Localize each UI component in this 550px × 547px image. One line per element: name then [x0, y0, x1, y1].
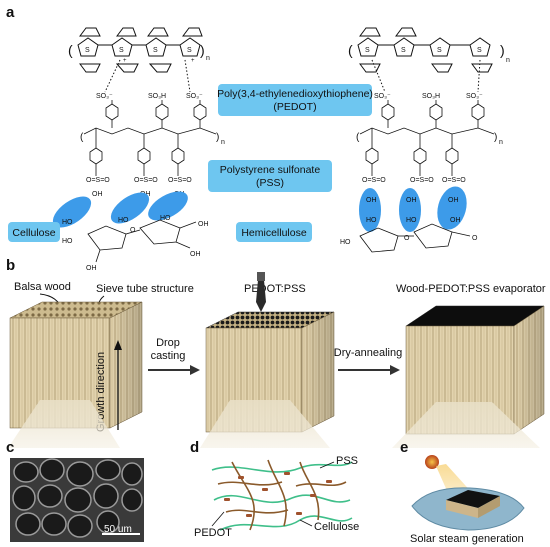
- pedot-chain-right: ( ) n S S S S: [348, 27, 510, 93]
- hbond-highlights: OH OH OH HO HO OH HO HO HO: [52, 186, 467, 232]
- pss-label: PSS: [336, 455, 358, 467]
- svg-text:HO: HO: [340, 239, 351, 246]
- pss-label-line2: (PSS): [256, 177, 284, 189]
- panel-letter-b: b: [6, 257, 15, 274]
- svg-text:O=S=O: O=S=O: [134, 177, 158, 184]
- svg-text:(: (: [80, 132, 84, 143]
- svg-text:O: O: [404, 235, 410, 242]
- drop-casting-line2: casting: [151, 350, 186, 362]
- so3h-left: SO₃H: [148, 93, 166, 100]
- zoom-funnel-e: [392, 402, 540, 448]
- svg-text:(: (: [356, 132, 360, 143]
- svg-text:S: S: [365, 47, 370, 54]
- svg-text:(: (: [68, 42, 73, 58]
- pedot-label-box: Poly(3,4-ethylenedioxythiophene) (PEDOT): [217, 84, 373, 116]
- panel-letter-d: d: [190, 439, 199, 456]
- cellulose-label: Cellulose: [12, 227, 55, 239]
- svg-text:): ): [494, 132, 497, 143]
- svg-text:O=S=O: O=S=O: [362, 177, 386, 184]
- pedot-label-line2: (PEDOT): [273, 101, 316, 113]
- fiber-network: [211, 459, 353, 531]
- solar-steam-caption: Solar steam generation: [410, 533, 524, 545]
- pss-chain-left: SO₃⁻ SO₃H SO₃⁻ ( ) n O=S=O O=: [80, 93, 225, 198]
- pss-label-box: Polystyrene sulfonate (PSS): [208, 160, 332, 192]
- hemicellulose-label-box: Hemicellulose: [236, 222, 312, 242]
- svg-text:): ): [200, 42, 205, 58]
- svg-text:S: S: [187, 47, 192, 54]
- svg-text:OH: OH: [406, 197, 417, 204]
- svg-text:OH: OH: [92, 191, 103, 198]
- scale-bar-label: 50 um: [104, 524, 132, 535]
- svg-text:S: S: [119, 47, 124, 54]
- pedot-pss-label: PEDOT:PSS: [244, 283, 306, 295]
- sun-icon: [425, 455, 439, 469]
- svg-text:HO: HO: [118, 217, 129, 224]
- pedot-particles: [224, 472, 332, 517]
- hemicellulose-structure: [359, 223, 471, 253]
- wood-cube-coated: [205, 311, 335, 433]
- pedot-right-n: n: [506, 57, 510, 64]
- evaporator-label: Wood-PEDOT:PSS evaporator: [396, 283, 546, 295]
- svg-text:HO: HO: [406, 217, 417, 224]
- svg-text:OH: OH: [190, 251, 201, 258]
- zoom-funnel-d: [200, 400, 330, 448]
- dry-annealing-label: Dry-annealing: [334, 347, 402, 359]
- dropper-icon: [256, 272, 266, 312]
- svg-text:OH: OH: [366, 197, 377, 204]
- so3-left-1: SO₃⁻: [96, 93, 113, 100]
- svg-text:): ): [216, 132, 219, 143]
- panel-letter-a: a: [6, 4, 15, 21]
- sem-image: 50 um: [10, 458, 144, 542]
- drop-casting-line1: Drop: [156, 337, 180, 349]
- so3-left-2: SO₃⁻: [186, 93, 203, 100]
- svg-text:O=S=O: O=S=O: [86, 177, 110, 184]
- svg-text:O=S=O: O=S=O: [168, 177, 192, 184]
- growth-direction-label: Growth direction: [95, 352, 107, 432]
- panel-letter-e: e: [400, 439, 408, 456]
- svg-text:S: S: [153, 47, 158, 54]
- svg-text:HO: HO: [62, 219, 73, 226]
- svg-text:SO₃H: SO₃H: [422, 93, 440, 100]
- svg-text:+: +: [191, 58, 195, 64]
- svg-text:OH: OH: [198, 221, 209, 228]
- svg-text:O=S=O: O=S=O: [410, 177, 434, 184]
- svg-text:): ): [500, 42, 505, 58]
- cellulose-structure: [87, 219, 197, 263]
- svg-text:HO: HO: [62, 238, 73, 245]
- pedot-left-n: n: [206, 55, 210, 62]
- hemicellulose-label: Hemicellulose: [241, 227, 307, 239]
- sieve-tube-label: Sieve tube structure: [96, 283, 194, 295]
- pedot-label: PEDOT: [194, 527, 232, 539]
- svg-text:SO₃⁻: SO₃⁻: [466, 93, 483, 100]
- svg-text:S: S: [401, 47, 406, 54]
- balsa-wood-label: Balsa wood: [14, 281, 71, 293]
- pss-label-line1: Polystyrene sulfonate: [220, 164, 321, 176]
- evaporator-device: [411, 487, 525, 531]
- svg-text:S: S: [437, 47, 442, 54]
- svg-text:O: O: [472, 235, 478, 242]
- svg-text:n: n: [499, 139, 503, 146]
- cellulose-label-box: Cellulose: [8, 222, 60, 242]
- pedot-chain-left: ( ) n S S S S + +: [68, 27, 210, 93]
- zoom-funnel-c: [8, 400, 120, 448]
- svg-text:S: S: [85, 47, 90, 54]
- svg-text:OH: OH: [86, 265, 97, 272]
- svg-text:n: n: [221, 139, 225, 146]
- svg-text:SO₃⁻: SO₃⁻: [374, 93, 391, 100]
- svg-text:OH: OH: [448, 197, 459, 204]
- svg-text:S: S: [477, 47, 482, 54]
- svg-text:OH: OH: [450, 217, 461, 224]
- svg-text:HO: HO: [366, 217, 377, 224]
- svg-text:HO: HO: [160, 215, 171, 222]
- pss-chain-right: SO₃⁻ SO₃H SO₃⁻ ( ) n O=S=O O=: [356, 93, 503, 184]
- cellulose-fiber-label: Cellulose: [314, 521, 359, 533]
- svg-text:+: +: [123, 58, 127, 64]
- panel-letter-c: c: [6, 439, 14, 456]
- svg-text:O: O: [130, 227, 136, 234]
- pedot-label-line1: Poly(3,4-ethylenedioxythiophene): [217, 88, 373, 100]
- svg-text:(: (: [348, 42, 353, 58]
- svg-text:O=S=O: O=S=O: [442, 177, 466, 184]
